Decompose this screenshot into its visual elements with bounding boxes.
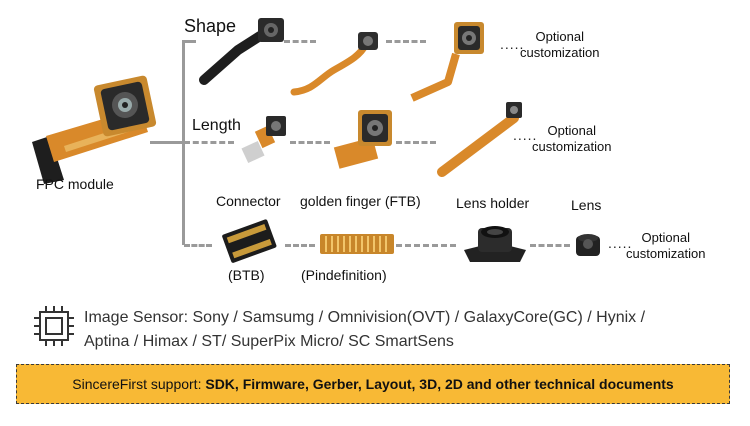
shape-branch-line <box>184 40 196 43</box>
image-sensor-text: Image Sensor: Sony / Samsumg / Omnivisio… <box>84 306 645 354</box>
support-banner-documents: SDK, Firmware, Gerber, Layout, 3D, 2D an… <box>205 376 674 392</box>
golden-finger-image <box>320 234 394 254</box>
length-module-1-image <box>241 116 286 164</box>
connector-link-1 <box>285 244 315 247</box>
length-optional-line1: Optional <box>547 123 596 138</box>
length-label: Length <box>192 117 241 134</box>
golden-finger-label: golden finger (FTB) <box>300 193 421 209</box>
length-optional-dots: ..... <box>513 127 538 143</box>
shape-module-3-image <box>410 22 484 102</box>
lens-image <box>576 234 600 256</box>
length-link-1 <box>290 141 330 144</box>
shape-module-2-image <box>290 32 378 96</box>
support-banner-prefix: SincereFirst support: <box>72 376 206 392</box>
image-sensor-line1: Image Sensor: Sony / Samsumg / Omnivisio… <box>84 309 646 326</box>
lens-holder-image <box>464 226 526 262</box>
length-optional-line2: customization <box>532 139 612 154</box>
length-link-2 <box>396 141 436 144</box>
chip-icon <box>34 306 74 346</box>
connector-label: Connector <box>216 193 281 209</box>
lens-holder-label: Lens holder <box>456 195 530 211</box>
btb-connector-image <box>222 219 277 263</box>
support-banner: SincereFirst support: SDK, Firmware, Ger… <box>16 364 730 404</box>
lens-optional-text: Optional customization <box>626 230 705 262</box>
shape-link-1 <box>284 40 316 43</box>
length-optional-text: Optional customization <box>532 123 611 155</box>
shape-link-2 <box>386 40 426 43</box>
image-sensor-line2: Aptina / Himax / ST/ SuperPix Micro/ SC … <box>84 333 454 350</box>
lens-optional-line1: Optional <box>641 230 690 245</box>
shape-label: Shape <box>184 16 237 36</box>
fpc-module-label: FPC module <box>36 176 114 192</box>
lens-optional-dots: ..... <box>608 235 633 251</box>
length-module-2-image <box>333 110 392 169</box>
connector-link-3 <box>530 244 570 247</box>
connector-link-2 <box>396 244 456 247</box>
pindef-label: (Pindefinition) <box>301 267 387 283</box>
lens-optional-line2: customization <box>626 246 706 261</box>
shape-optional-line2: customization <box>520 45 600 60</box>
lens-label: Lens <box>571 197 602 213</box>
length-branch-line <box>184 141 234 144</box>
root-branch-line <box>150 141 184 144</box>
connector-branch-line <box>184 244 212 247</box>
fpc-module-image <box>32 75 157 184</box>
shape-module-1-image <box>199 18 284 85</box>
btb-label: (BTB) <box>228 267 265 283</box>
shape-optional-dots: ..... <box>500 36 525 52</box>
shape-optional-text: Optional customization <box>520 29 599 61</box>
length-module-3-image <box>437 102 522 177</box>
shape-optional-line1: Optional <box>535 29 584 44</box>
